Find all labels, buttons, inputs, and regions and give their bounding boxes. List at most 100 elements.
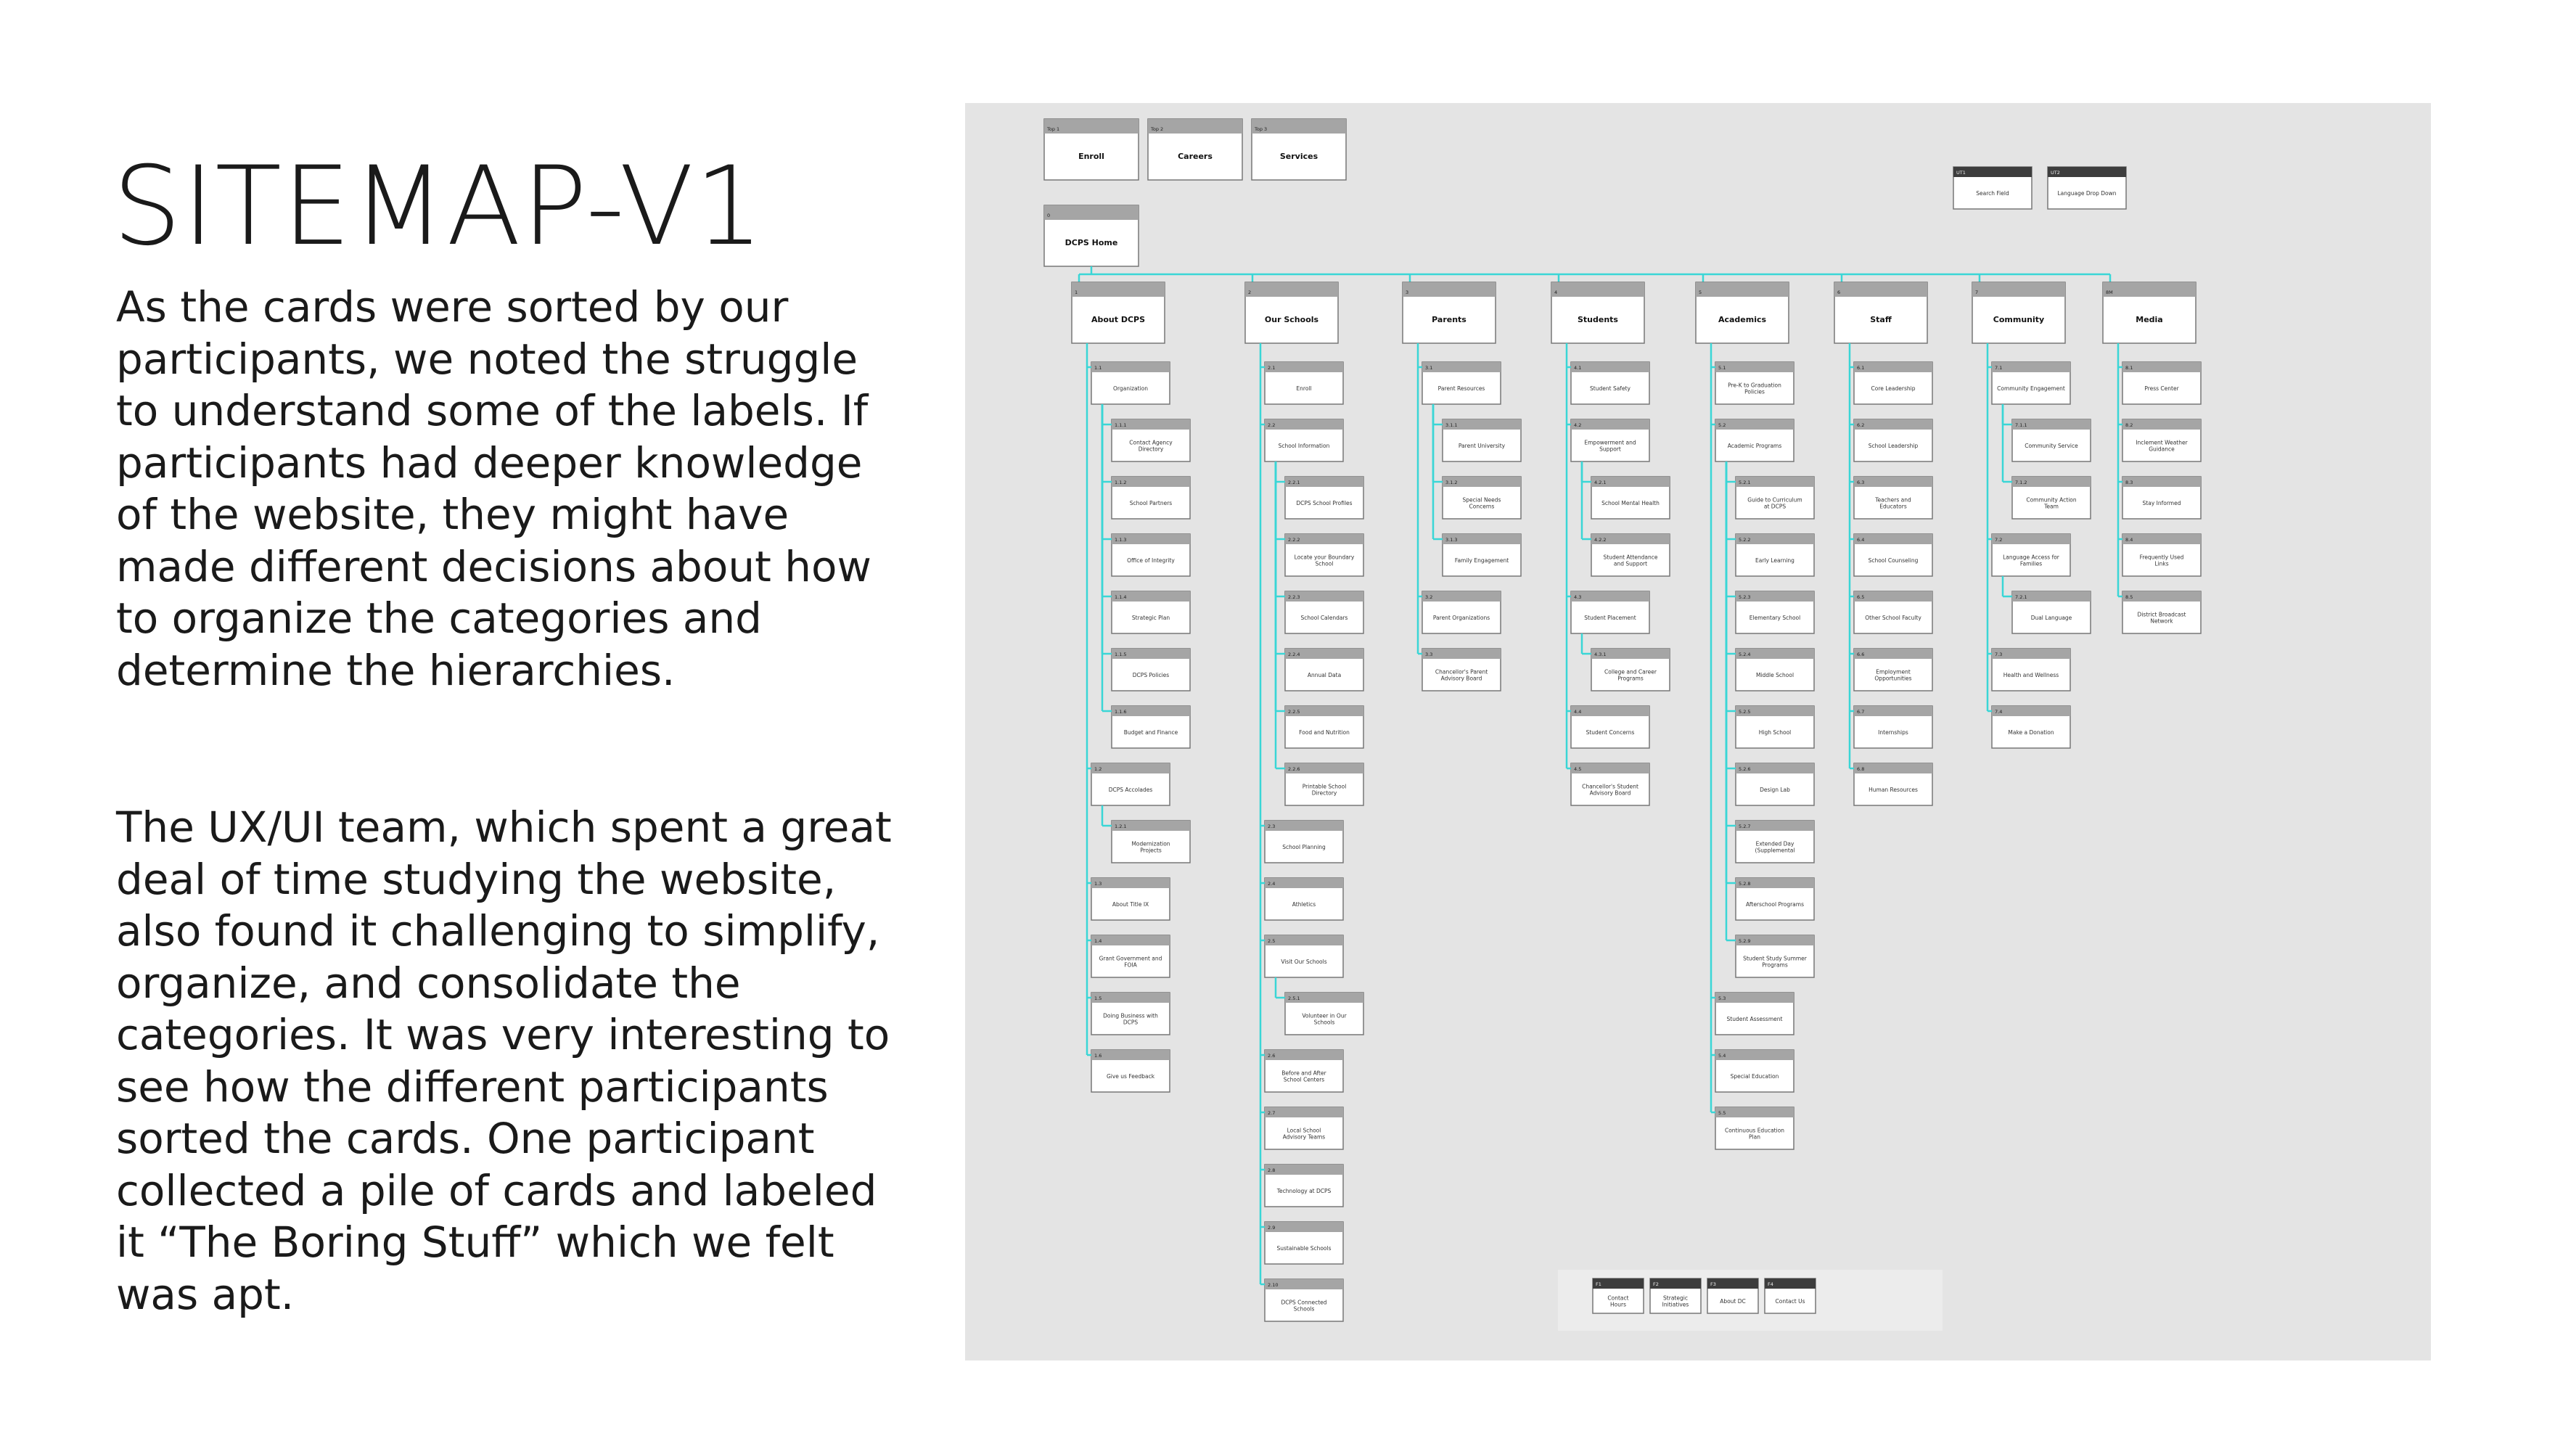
page-card-5-2-3-label: Elementary School [1750,615,1800,621]
page-card-4-2-label: Support [1599,446,1621,453]
page-card-5-2-8-label: Afterschool Programs [1746,901,1804,908]
page-card-1-1-5-header [1112,649,1190,659]
page-card-5-2-7-number: 5.2.7 [1739,824,1751,829]
page-card-5-2-9-header [1736,935,1814,945]
page-card-2-9-label: Sustainable Schools [1276,1245,1331,1252]
footer-card-F1-label: Contact [1607,1295,1628,1302]
page-card-5-2-header [1715,419,1794,430]
page-card-5-2-label: Academic Programs [1728,443,1782,449]
page-card-5-4-number: 5.4 [1718,1053,1726,1059]
page-card-7-2-1-label: Dual Language [2031,615,2072,621]
page-card-5-3-header [1715,993,1794,1003]
page-card-1-3-number: 1.3 [1094,881,1102,887]
page-card-7-4-number: 7.4 [1995,709,2002,715]
section-card-8M-label: Media [2136,315,2162,324]
page-card-6-7-number: 6.7 [1857,709,1864,715]
page-card-5-2-1-header [1736,477,1814,487]
page-card-3-1-number: 3.1 [1425,365,1432,371]
page-card-2-10-header [1265,1279,1343,1289]
section-card-1-header [1072,282,1165,297]
utility-right-card-2-number: UT2 [2051,170,2060,176]
page-card-2-7-number: 2.7 [1268,1110,1275,1116]
page-card-7-2-1-number: 7.2.1 [2015,594,2027,600]
page-card-1-1-header [1091,362,1170,372]
page-card-6-3-header [1854,477,1932,487]
page-card-1-4-label: FOIA [1124,962,1137,969]
page-card-4-3-1-label: Programs [1617,676,1644,682]
utility-card-1-number: Top 1 [1046,126,1059,132]
page-card-7-1-2-label: Team [2043,504,2059,510]
page-card-5-2-3-number: 5.2.3 [1739,594,1751,600]
page-card-1-2-label: DCPS Accolades [1109,787,1153,793]
page-card-7-1-2-label: Community Action [2026,497,2077,504]
page-card-3-1-label: Parent Resources [1438,385,1485,392]
page-card-1-1-1-number: 1.1.1 [1115,422,1127,428]
page-card-2-5-1-header [1285,993,1363,1003]
page-card-5-1-label: Policies [1744,389,1765,395]
page-card-1-1-1-label: Contact Agency [1129,440,1173,446]
page-card-5-2-6-label: Design Lab [1760,787,1790,793]
page-card-3-1-1-number: 3.1.1 [1445,422,1458,428]
section-card-2-number: 2 [1248,290,1251,295]
page-card-1-4-number: 1.4 [1094,938,1102,944]
page-card-2-8-label: Technology at DCPS [1276,1188,1332,1194]
page-card-1-5-label: DCPS [1123,1019,1139,1026]
page-card-6-1-number: 6.1 [1857,365,1864,371]
page-card-2-2-6-header [1285,763,1363,773]
page-card-5-2-9-number: 5.2.9 [1739,938,1751,944]
page-card-2-2-2-label: Locate your Boundary [1295,554,1355,561]
page-card-1-2-1-number: 1.2.1 [1115,824,1127,829]
section-card-6-label: Staff [1870,315,1892,324]
page-card-5-2-2-label: Early Learning [1755,557,1794,564]
page-card-2-6-label: School Centers [1284,1077,1325,1083]
page-card-2-6-header [1265,1050,1343,1060]
page-card-1-1-1-header [1112,419,1190,430]
page-card-3-2-label: Parent Organizations [1433,615,1490,621]
page-card-1-2-1-label: Modernization [1131,841,1170,847]
page-card-5-5-number: 5.5 [1718,1110,1726,1116]
utility-card-1-header [1044,119,1139,134]
page-card-5-2-9-label: Programs [1762,962,1788,969]
section-card-8M-number: 8M [2106,290,2113,295]
page-card-8-4-label: Frequently Used [2140,554,2184,561]
page-card-8-5-label: District Broadcast [2138,612,2186,618]
page-card-4-4-number: 4.4 [1574,709,1581,715]
page-card-8-1-label: Press Center [2144,385,2179,392]
page-card-1-1-2-label: School Partners [1130,500,1173,506]
utility-right-card-1-number: UT1 [1956,170,1966,176]
page-card-6-3-number: 6.3 [1857,480,1864,485]
page-card-2-2-4-number: 2.2.4 [1288,652,1300,657]
page-card-8-2-label: Guidance [2149,446,2175,453]
page-card-7-2-1-header [2012,591,2091,602]
page-card-7-4-label: Make a Donation [2008,729,2054,736]
footer-card-F4-number: F4 [1768,1281,1773,1287]
team-paragraph: The UX/UI team, which spent a great deal… [116,803,892,1319]
page-card-6-1-label: Core Leadership [1871,385,1916,392]
page-card-2-2-3-number: 2.2.3 [1288,594,1300,600]
page-card-2-2-2-header [1285,534,1363,544]
page-card-2-9-header [1265,1222,1343,1232]
page-card-2-2-1-label: DCPS School Profiles [1296,500,1352,506]
page-card-8-2-number: 8.2 [2125,422,2133,428]
section-card-5-label: Academics [1718,315,1767,324]
